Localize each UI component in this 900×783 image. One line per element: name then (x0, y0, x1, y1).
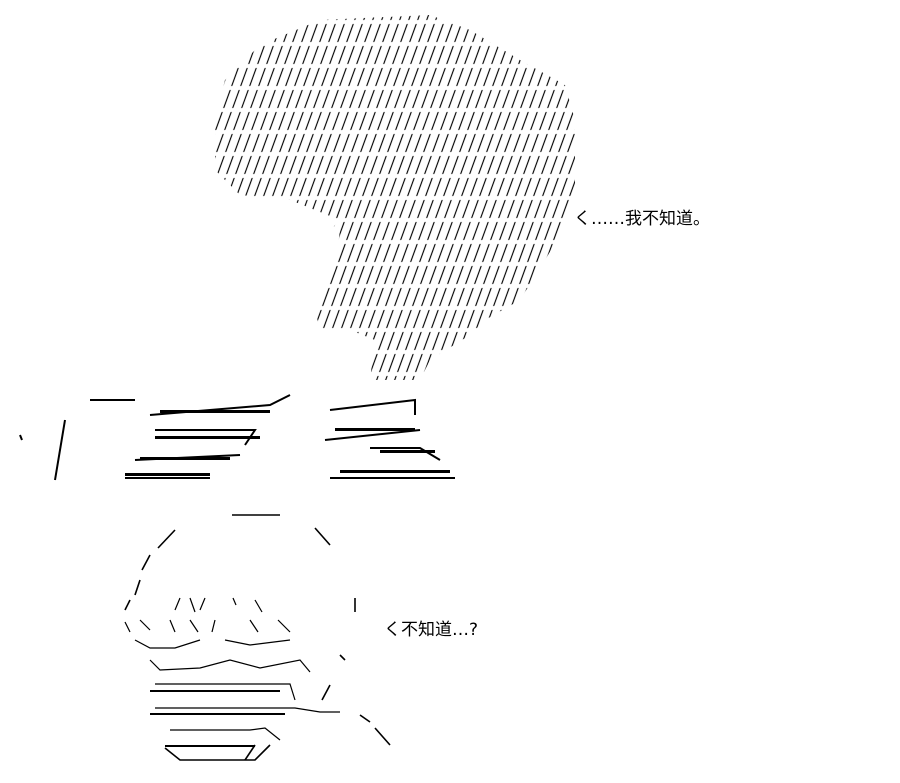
speech-line-1: く……我不知道。 (574, 209, 710, 229)
face-area (215, 200, 340, 340)
hair-shape (215, 15, 575, 380)
small-head-outline (124, 514, 391, 761)
collar-shape (19, 394, 455, 481)
small-head-dots (150, 690, 285, 747)
speech-line-2: く不知道…? (384, 620, 479, 640)
small-head-face (124, 597, 340, 741)
collar-stripes (125, 410, 450, 476)
